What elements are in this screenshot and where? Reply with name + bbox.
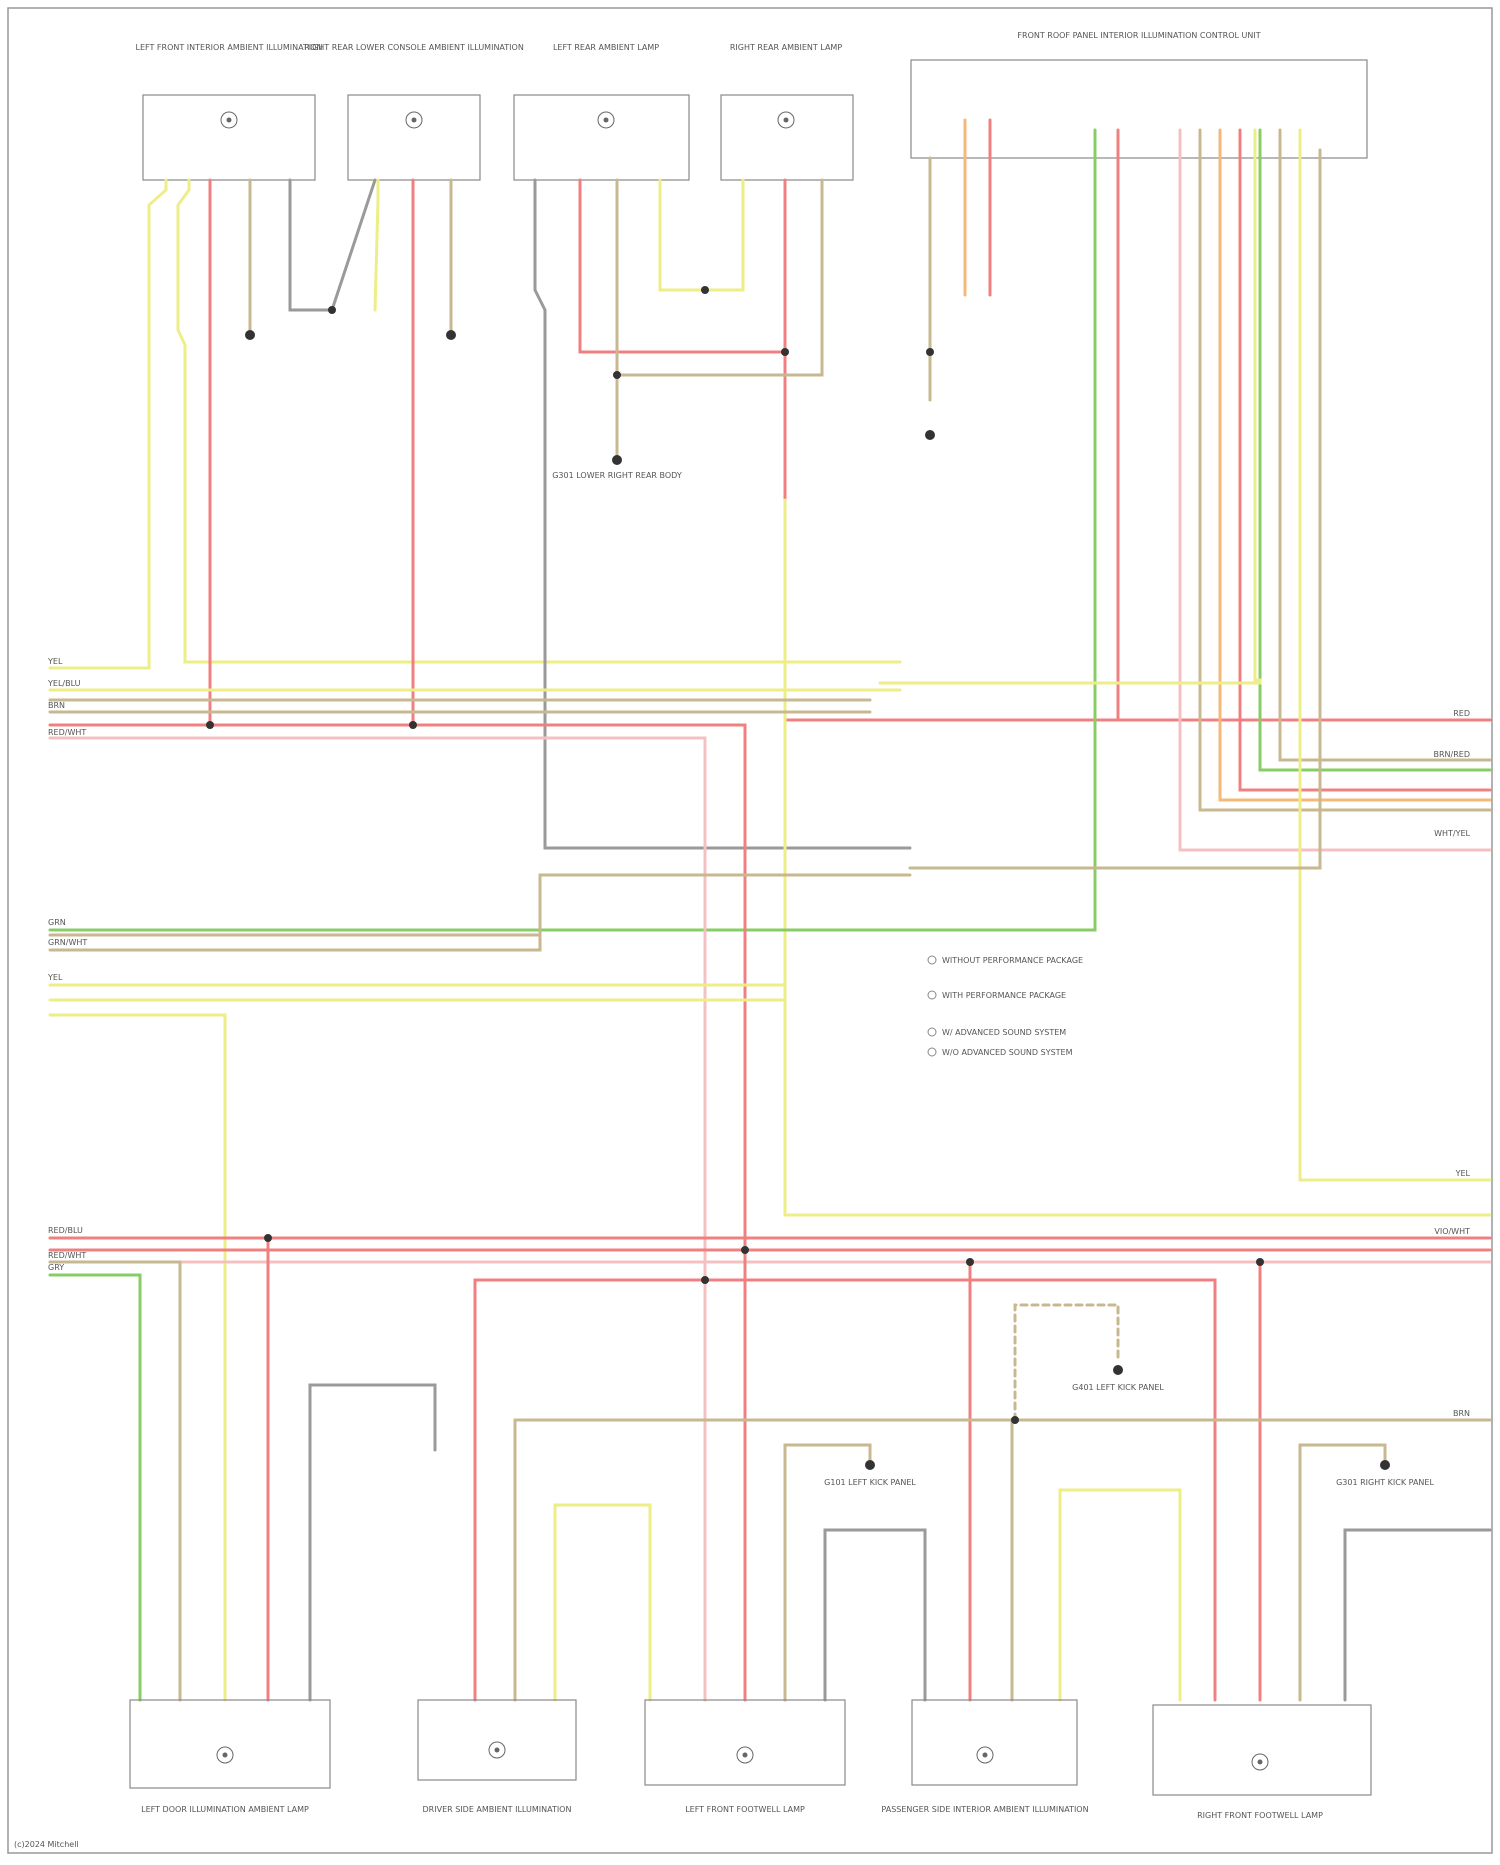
wire-label: GRY [48, 1263, 64, 1272]
ground-label: G301 LOWER RIGHT REAR BODY [552, 471, 682, 480]
wire-label: RED [1453, 709, 1470, 718]
wire-label: YEL [1455, 1169, 1471, 1178]
wire-label: BRN [1453, 1409, 1470, 1418]
wire-label: YEL/BLU [47, 679, 81, 688]
top-component-label: RIGHT REAR LOWER CONSOLE AMBIENT ILLUMIN… [304, 43, 524, 52]
wire-label: BRN [48, 701, 65, 710]
ground-label: G301 RIGHT KICK PANEL [1336, 1478, 1434, 1487]
wire-label: GRN [48, 918, 66, 927]
top-component-label: LEFT FRONT INTERIOR AMBIENT ILLUMINATION [136, 43, 323, 52]
wire-label: RED/WHT [48, 728, 86, 737]
top-component-label: LEFT REAR AMBIENT LAMP [553, 43, 659, 52]
wire-label: GRN/WHT [48, 938, 87, 947]
ground-label: G101 LEFT KICK PANEL [824, 1478, 916, 1487]
top-component-left-front-ambient: LEFT FRONT INTERIOR AMBIENT ILLUMINATION [136, 43, 323, 180]
control-unit-label: FRONT ROOF PANEL INTERIOR ILLUMINATION C… [1017, 31, 1260, 40]
top-component-right-rear-ambient-lamp: RIGHT REAR AMBIENT LAMP [721, 43, 853, 180]
bottom-component-left-front-footwell: LEFT FRONT FOOTWELL LAMP [645, 1700, 845, 1814]
bottom-component-label: RIGHT FRONT FOOTWELL LAMP [1197, 1811, 1323, 1820]
legend-item: W/O ADVANCED SOUND SYSTEM [942, 1048, 1073, 1057]
wire-label: BRN/RED [1434, 750, 1471, 759]
bottom-component-right-front-footwell: RIGHT FRONT FOOTWELL LAMP [1153, 1705, 1371, 1820]
wire-label: YEL [47, 657, 63, 666]
bottom-component-label: LEFT DOOR ILLUMINATION AMBIENT LAMP [141, 1805, 309, 1814]
top-component-right-rear-console-ambient: RIGHT REAR LOWER CONSOLE AMBIENT ILLUMIN… [304, 43, 524, 180]
top-component-label: RIGHT REAR AMBIENT LAMP [730, 43, 842, 52]
wire-label: YEL [47, 973, 63, 982]
bottom-component-driver-side-ambient: DRIVER SIDE AMBIENT ILLUMINATION [418, 1700, 576, 1814]
legend-item: WITHOUT PERFORMANCE PACKAGE [942, 956, 1083, 965]
footer-copyright: (c)2024 Mitchell [14, 1840, 79, 1849]
bottom-component-label: LEFT FRONT FOOTWELL LAMP [685, 1805, 805, 1814]
legend-item: WITH PERFORMANCE PACKAGE [942, 991, 1066, 1000]
bottom-component-passenger-side-ambient: PASSENGER SIDE INTERIOR AMBIENT ILLUMINA… [881, 1700, 1088, 1814]
ground-label: G401 LEFT KICK PANEL [1072, 1383, 1164, 1392]
wire-label: RED/BLU [48, 1226, 83, 1235]
bottom-component-label: PASSENGER SIDE INTERIOR AMBIENT ILLUMINA… [881, 1805, 1088, 1814]
wire-label: WHT/YEL [1434, 829, 1470, 838]
bottom-component-left-door-ambient: LEFT DOOR ILLUMINATION AMBIENT LAMP [130, 1700, 330, 1814]
legend-item: W/ ADVANCED SOUND SYSTEM [942, 1028, 1066, 1037]
bottom-component-label: DRIVER SIDE AMBIENT ILLUMINATION [423, 1805, 572, 1814]
top-component-left-rear-ambient-lamp: LEFT REAR AMBIENT LAMP [514, 43, 689, 180]
wire-label: VIO/WHT [1434, 1227, 1470, 1236]
legend: WITHOUT PERFORMANCE PACKAGE WITH PERFORM… [928, 956, 1083, 1057]
wire-label: RED/WHT [48, 1251, 86, 1260]
